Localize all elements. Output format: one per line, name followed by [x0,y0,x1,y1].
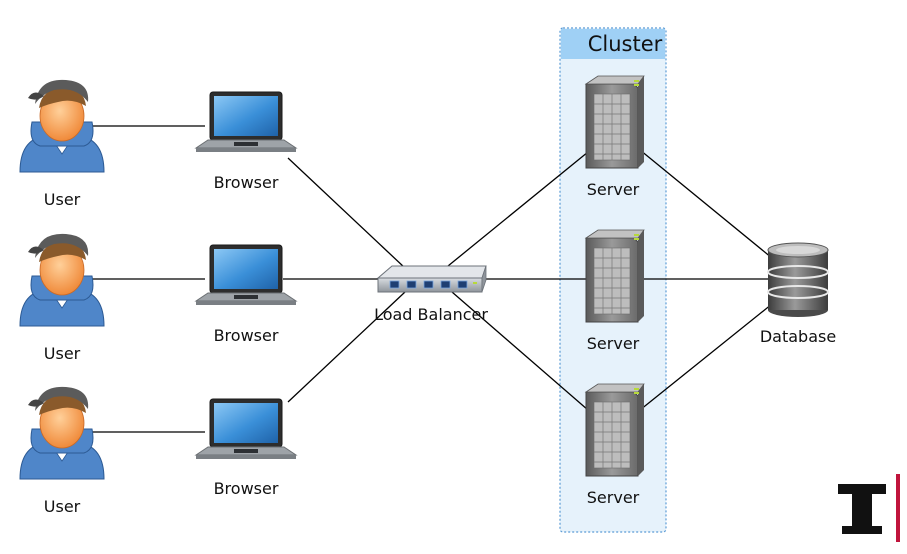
user-icon [19,386,105,480]
browser-node-3: Browser [195,398,297,498]
network-switch-icon [376,265,487,293]
user-label: User [44,190,81,209]
browser-label: Browser [214,479,279,498]
server-icon [585,75,645,169]
edge-lb-server3 [451,291,589,411]
server-icon [585,229,645,323]
browser-node-2: Browser [195,244,297,345]
laptop-icon [195,91,297,153]
edge-lb-server1 [447,151,589,267]
edge-server3-db [639,303,773,411]
edge-browser1-lb [287,157,406,269]
user-node-1: User [19,79,105,209]
database-icon [767,242,829,317]
server-label: Server [587,488,640,507]
cluster-title: Cluster [588,32,663,56]
database-node: Database [760,242,836,346]
load-balancer-node: Load Balancer [374,265,488,324]
server-icon [585,383,645,477]
cluster-header [561,29,665,59]
user-label: User [44,344,81,363]
browser-label: Browser [214,173,279,192]
brand-logo [838,474,900,542]
edge-server1-db [639,149,773,259]
laptop-icon [195,244,297,306]
server-node-1: Server [585,75,645,199]
user-node-3: User [19,386,105,516]
browser-label: Browser [214,326,279,345]
database-label: Database [760,327,836,346]
server-node-3: Server [585,383,645,507]
user-label: User [44,497,81,516]
server-label: Server [587,334,640,353]
laptop-icon [195,398,297,460]
user-icon [19,79,105,173]
user-icon [19,233,105,327]
connections [92,125,773,433]
browser-node-1: Browser [195,91,297,192]
edge-browser3-lb [287,291,406,403]
server-label: Server [587,180,640,199]
load-balancer-label: Load Balancer [374,305,488,324]
server-node-2: Server [585,229,645,353]
user-node-2: User [19,233,105,363]
